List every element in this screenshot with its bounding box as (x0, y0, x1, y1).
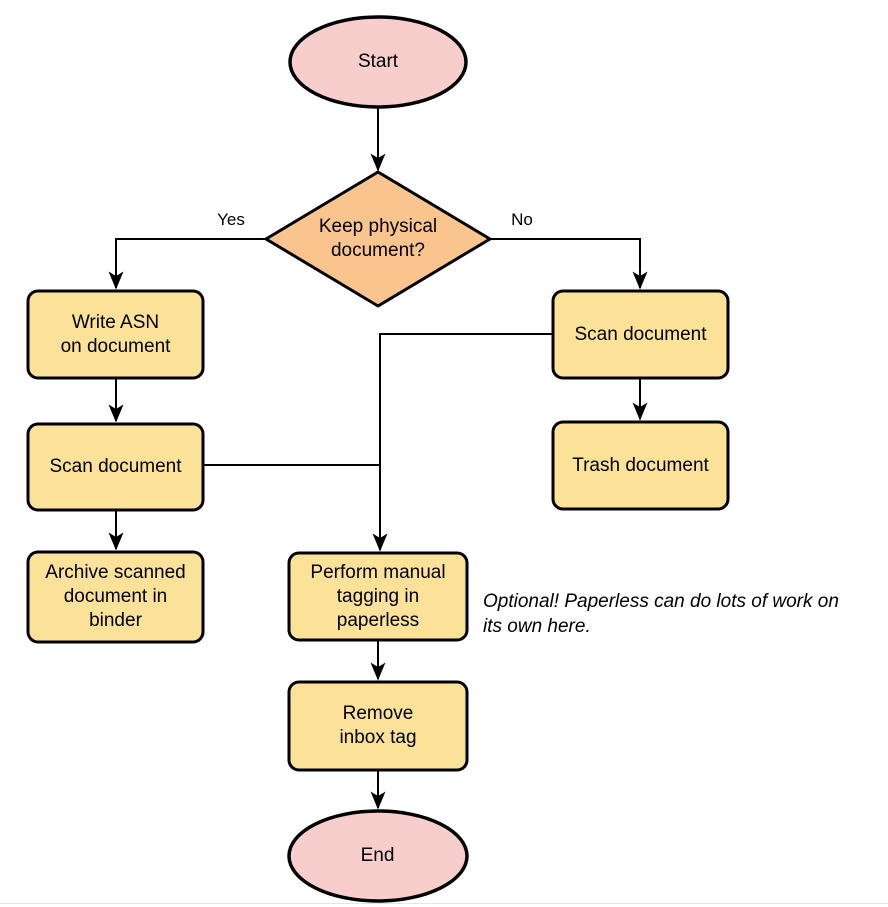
decision-node-shape (264, 170, 492, 308)
end-node-shape (287, 809, 469, 903)
edge-decision-yes (108, 238, 266, 290)
page-bottom-edge (0, 903, 888, 904)
trash-node-shape (551, 420, 730, 511)
archive-node-shape (26, 550, 205, 644)
write-asn-node-shape (26, 289, 205, 380)
start-node-shape (288, 15, 468, 109)
scan-right-node-shape (551, 289, 730, 380)
edge-scanright-to-tagging (372, 333, 553, 552)
edge-decision-no (490, 238, 648, 290)
remove-tag-node-shape (287, 680, 469, 772)
scan-left-node-shape (26, 422, 205, 512)
tagging-node-shape (287, 551, 469, 642)
